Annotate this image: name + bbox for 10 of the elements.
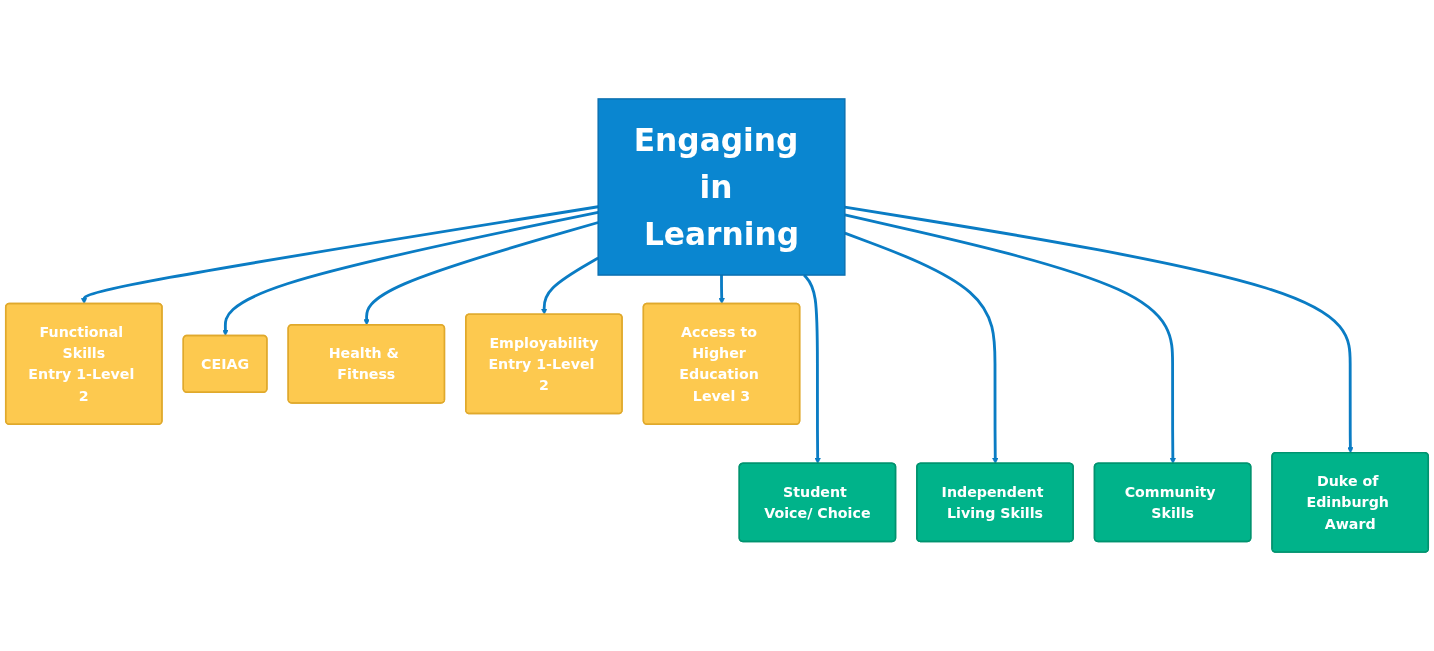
arrow [718, 275, 725, 305]
arrow [222, 211, 599, 337]
arrow [844, 205, 1354, 454]
arrow [844, 213, 1176, 464]
arrow [844, 231, 999, 464]
arrow [80, 205, 599, 305]
arrow [363, 221, 599, 326]
arrow [803, 274, 821, 464]
arrow [541, 256, 599, 315]
node-box: Engaging in Learning [597, 98, 846, 276]
